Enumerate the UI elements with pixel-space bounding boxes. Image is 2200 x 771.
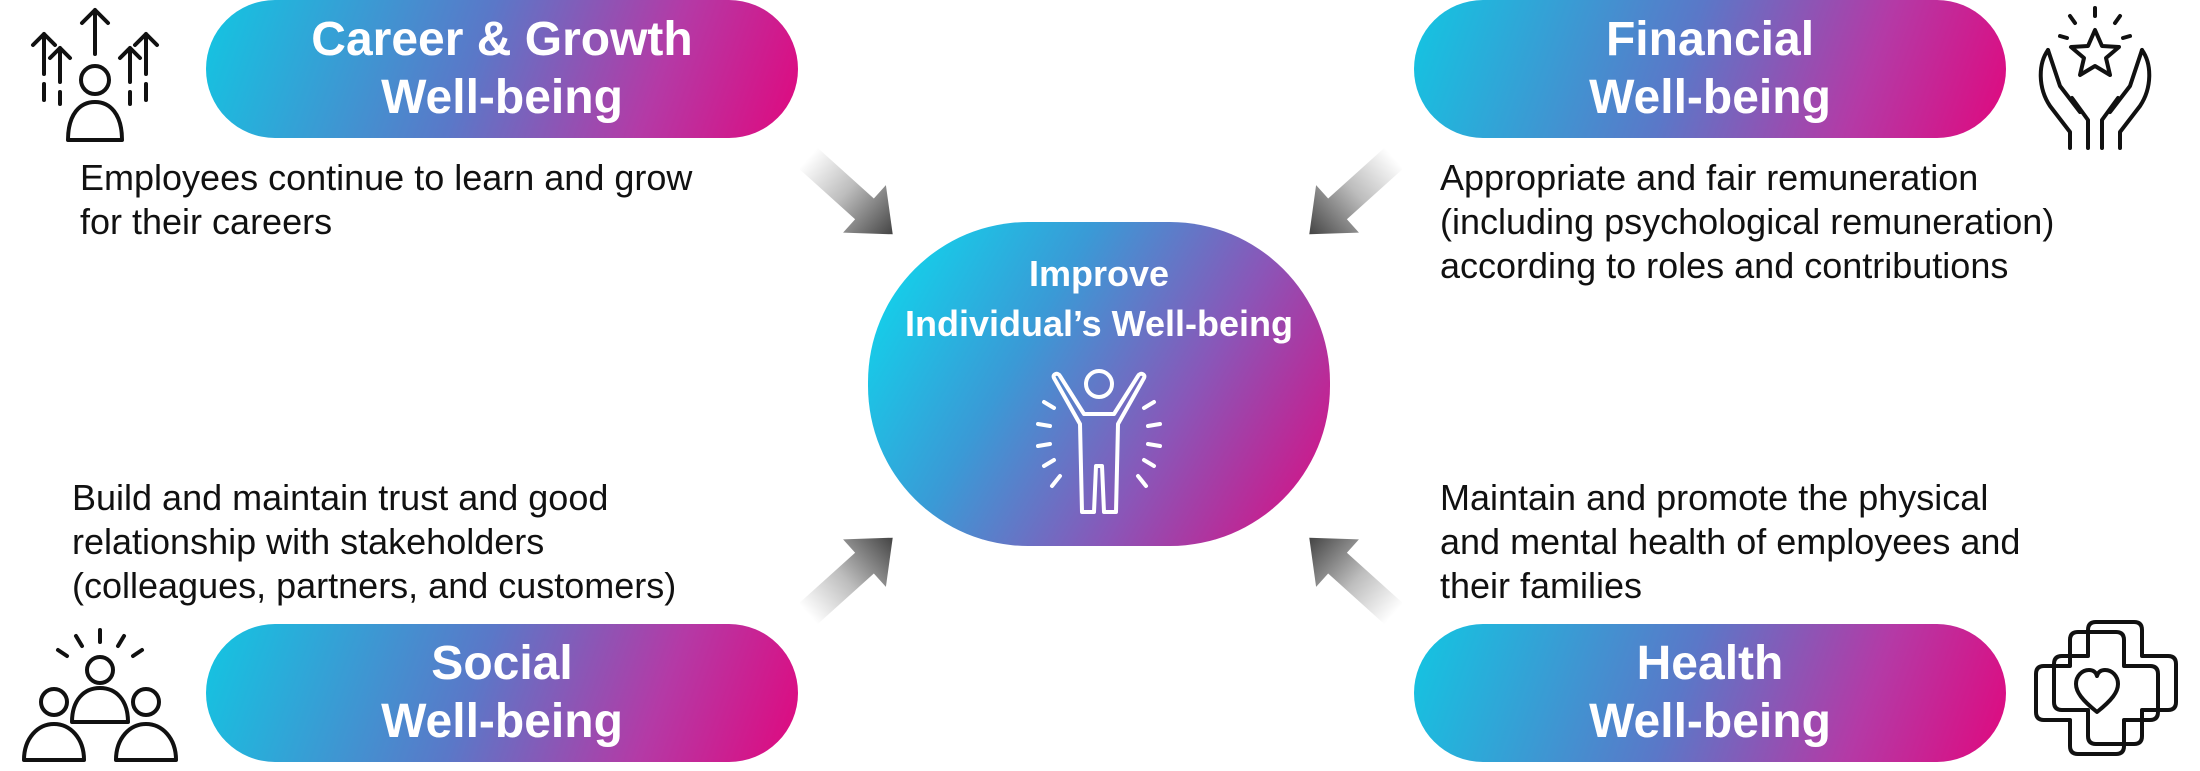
health-desc-line: their families: [1440, 565, 1643, 606]
health-desc-line: Maintain and promote the physical: [1440, 477, 1989, 518]
financial-pill: Financial Well-being: [1414, 0, 2006, 138]
social-title-line2: Well-being: [381, 695, 623, 748]
health-desc-line: and mental health of employees and: [1440, 521, 2021, 562]
financial-desc-line: (including psychological remuneration): [1440, 201, 2055, 242]
financial-title-line2: Well-being: [1589, 71, 1831, 124]
social-desc-line: relationship with stakeholders: [72, 521, 545, 562]
arrow-bottom-right: [1309, 537, 1402, 625]
arrow-top-right: [1309, 147, 1402, 235]
career-title-line1: Career & Growth: [311, 13, 693, 66]
career-growth-pill: Career & Growth Well-being: [206, 0, 798, 138]
arrow-bottom-left: [800, 537, 893, 625]
center-title-line2: Individual’s Well-being: [904, 303, 1294, 344]
health-title-line2: Well-being: [1589, 695, 1831, 748]
career-desc-line: Employees continue to learn and grow: [80, 157, 693, 198]
social-title-line1: Social: [431, 637, 573, 690]
growth-arrows-person-icon: [30, 4, 160, 149]
person-arms-raised-icon: [1036, 369, 1162, 514]
center-goal-bubble: Improve Individual’s Well-being: [868, 222, 1330, 546]
career-description: Employees continue to learn and grow for…: [80, 156, 692, 244]
financial-title-line1: Financial: [1605, 13, 1815, 66]
financial-desc-line: Appropriate and fair remuneration: [1440, 157, 1979, 198]
social-desc-line: Build and maintain trust and good: [72, 477, 609, 518]
social-description: Build and maintain trust and good relati…: [72, 476, 676, 608]
center-title-line1: Improve: [1028, 253, 1170, 294]
hands-holding-star-icon: [2030, 2, 2160, 157]
health-pill: Health Well-being: [1414, 624, 2006, 762]
social-desc-line: (colleagues, partners, and customers): [72, 565, 677, 606]
financial-description: Appropriate and fair remuneration (inclu…: [1440, 156, 2054, 288]
career-desc-line: for their careers: [80, 201, 333, 242]
health-title-line1: Health: [1636, 637, 1784, 690]
arrow-top-left: [800, 147, 893, 235]
health-description: Maintain and promote the physical and me…: [1440, 476, 2020, 608]
group-people-icon: [20, 626, 180, 771]
medical-cross-heart-icon: [2030, 616, 2190, 771]
financial-desc-line: according to roles and contributions: [1440, 245, 2009, 286]
career-title-line2: Well-being: [381, 71, 623, 124]
social-pill: Social Well-being: [206, 624, 798, 762]
